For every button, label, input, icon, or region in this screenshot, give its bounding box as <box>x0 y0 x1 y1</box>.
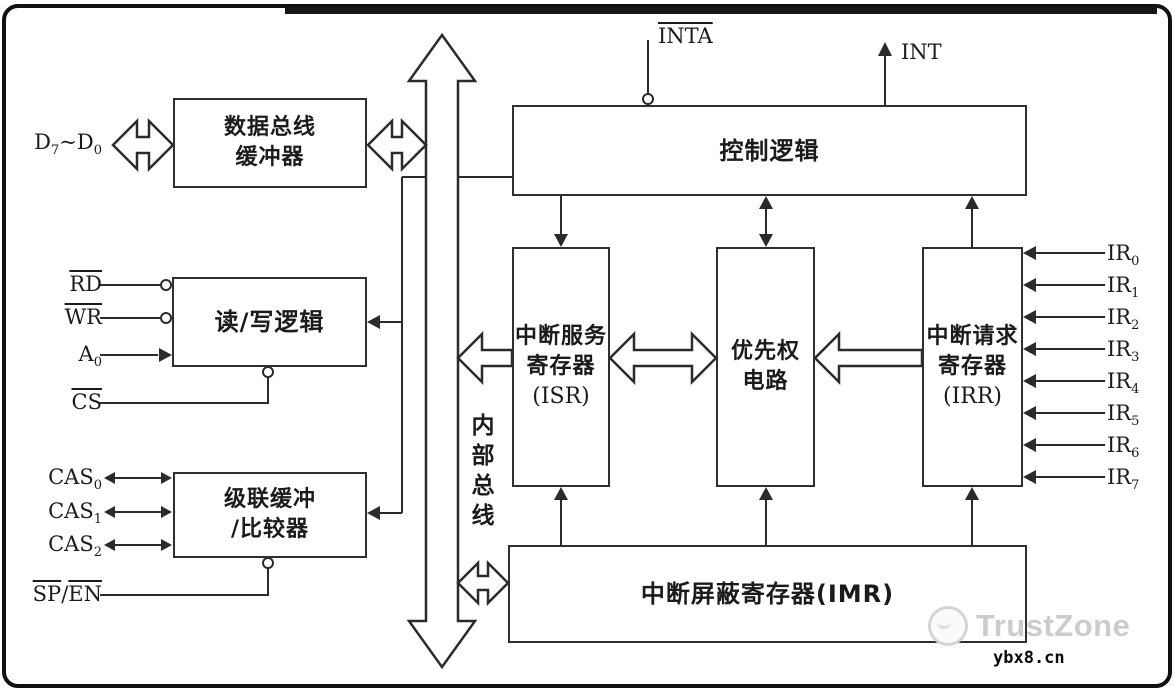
arrowhead-int-up <box>878 42 892 56</box>
signal-label-ir7: IR7 <box>1107 465 1140 494</box>
irr-to-priority-arrow <box>813 330 924 386</box>
block-priority-circuit: 优先权 电路 <box>716 247 815 487</box>
block-irr: 中断请求 寄存器 (IRR) <box>922 247 1023 487</box>
arrowhead-cas2-right <box>161 539 172 551</box>
block-label: 读/写逻辑 <box>214 308 325 336</box>
arrowhead-ir4 <box>1023 374 1036 388</box>
block-label: 数据总线 <box>223 115 316 140</box>
arrowhead-ir6 <box>1023 438 1036 452</box>
block-label: 中断屏蔽寄存器(IMR) <box>640 580 895 608</box>
data-bus-left-arrow <box>111 117 175 173</box>
block-read-write-logic: 读/写逻辑 <box>172 277 367 367</box>
cs-wire <box>100 377 269 404</box>
signal-label-cas0: CAS0 <box>48 465 102 494</box>
arrowhead-ir7 <box>1023 470 1036 484</box>
signal-label-ir4: IR4 <box>1107 369 1140 398</box>
arrowhead-ir0 <box>1023 246 1036 260</box>
arrowhead-ir5 <box>1023 406 1036 420</box>
bus-imr-arrow <box>456 559 510 607</box>
isr-to-bus-arrow <box>456 330 514 386</box>
signal-label-ir3: IR3 <box>1107 337 1140 366</box>
rd-bubble <box>160 279 172 291</box>
signal-label-rd: RD <box>69 272 102 296</box>
block-isr: 中断服务 寄存器 (ISR) <box>512 247 610 487</box>
block-label: 电路 <box>742 369 789 394</box>
watermark-logo-icon <box>928 606 968 646</box>
arrowhead-ir3 <box>1023 342 1036 356</box>
arrowhead-imr-pri-up <box>759 487 773 500</box>
signal-label-int: INT <box>901 40 942 64</box>
sp-en-wire <box>100 568 269 596</box>
arrowhead-cas0-right <box>161 472 172 484</box>
arrowhead-rw <box>367 315 380 329</box>
signal-label-a0: A0 <box>78 342 102 371</box>
block-control-logic: 控制逻辑 <box>512 105 1027 196</box>
arrowhead-imr-irr-up <box>965 487 979 500</box>
signal-label-ir0: IR0 <box>1107 241 1140 270</box>
block-label: 中断请求 <box>926 324 1019 349</box>
signal-label-ir1: IR1 <box>1107 273 1140 302</box>
block-cascade-buffer-comparator: 级联缓冲 /比较器 <box>173 472 367 558</box>
signal-label-ir2: IR2 <box>1107 305 1140 334</box>
arrowhead-cas1-right <box>161 506 172 518</box>
block-label: 缓冲器 <box>235 145 305 170</box>
arrowhead-cascade <box>367 506 380 520</box>
block-data-bus-buffer: 数据总线 缓冲器 <box>173 98 367 188</box>
block-label: 控制逻辑 <box>719 136 820 165</box>
data-buffer-bus-arrow <box>366 117 428 173</box>
signal-label-ir5: IR5 <box>1107 401 1140 430</box>
block-label: /比较器 <box>230 517 310 542</box>
top-border-bar <box>285 7 1157 14</box>
block-label: 寄存器 <box>937 354 1007 379</box>
arrowhead-ctl-isr-down <box>554 234 568 247</box>
block-label: 中断服务 <box>514 324 607 349</box>
signal-label-cas2: CAS2 <box>48 532 102 561</box>
block-label: 优先权 <box>730 339 800 364</box>
arrowhead-cas0-left <box>104 472 115 484</box>
isr-priority-arrow <box>608 330 718 386</box>
arrowhead-ir2 <box>1023 310 1036 324</box>
arrowhead-cas1-left <box>104 506 115 518</box>
block-label-abbrev: (ISR) <box>532 384 590 409</box>
signal-label-wr: WR <box>64 305 102 329</box>
signal-label-inta: INTA <box>658 24 713 48</box>
internal-bus-arrow <box>406 32 478 670</box>
block-label-abbrev: (IRR) <box>943 384 1002 409</box>
arrowhead-ir1 <box>1023 278 1036 292</box>
signal-label-ir6: IR6 <box>1107 433 1140 462</box>
arrowhead-irr-ctl-up <box>965 196 979 209</box>
watermark-brand: TrustZone <box>976 608 1131 643</box>
inta-bubble <box>642 93 654 105</box>
internal-bus-label: 内部总线 <box>467 413 493 533</box>
signal-label-cs: CS <box>71 390 102 414</box>
signal-label-cas1: CAS1 <box>48 499 102 528</box>
watermark: TrustZone <box>928 606 1130 646</box>
sp-en-bubble <box>262 557 274 569</box>
block-label: 级联缓冲 <box>223 487 316 512</box>
arrowhead-ctl-pri-down <box>759 234 773 247</box>
cs-bubble <box>262 366 274 378</box>
watermark-site: ybx8.cn <box>993 648 1065 668</box>
arrowhead-ctl-pri-up <box>759 196 773 209</box>
wr-bubble <box>160 312 172 324</box>
arrowhead-a0 <box>159 348 172 362</box>
arrowhead-imr-isr-up <box>554 487 568 500</box>
arrowhead-cas2-left <box>104 539 115 551</box>
block-label: 寄存器 <box>526 354 596 379</box>
signal-label-d7-d0: D7~D0 <box>34 130 102 159</box>
signal-label-sp-en: SP/EN <box>32 582 102 606</box>
